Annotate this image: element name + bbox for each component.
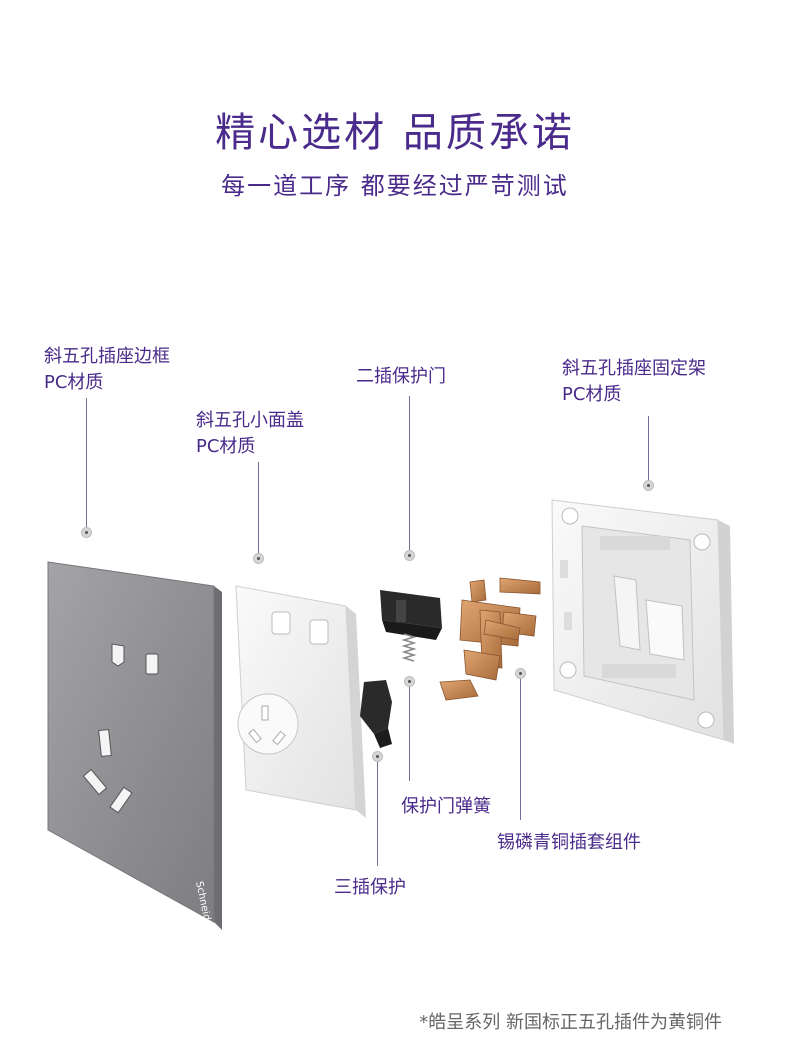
callout-dot-three-pin-guard (372, 751, 383, 762)
callout-dot-small-cover (253, 553, 264, 564)
label-two-pin-door-name: 二插保护门 (356, 366, 446, 387)
three-pin-guard (360, 680, 392, 748)
label-bracket: 斜五孔插座固定架 PC材质 (562, 356, 706, 408)
leader-line-contact-assembly (520, 676, 521, 820)
leader-line-two-pin-door (409, 396, 410, 550)
mounting-bracket (551, 499, 734, 744)
footnote: *皓呈系列 新国标正五孔插件为黄铜件 (419, 1012, 722, 1033)
small-cover (235, 585, 366, 818)
label-door-spring: 保护门弹簧 (401, 794, 491, 820)
leader-line-three-pin-guard (377, 760, 378, 866)
callout-dot-two-pin-door (404, 550, 415, 561)
callout-dot-bracket (643, 480, 654, 491)
leader-line-bracket (648, 416, 649, 482)
label-two-pin-door: 二插保护门 (356, 364, 446, 390)
socket-frame (47, 561, 222, 930)
leader-line-frame (86, 398, 87, 528)
label-frame-name: 斜五孔插座边框 (44, 346, 170, 367)
label-three-pin-guard-name: 三插保护 (334, 877, 406, 898)
callout-dot-frame (81, 527, 92, 538)
label-small-cover-material: PC材质 (196, 436, 256, 457)
label-three-pin-guard: 三插保护 (334, 875, 406, 901)
callout-dot-contact-assembly (515, 668, 526, 679)
two-pin-protective-door (380, 590, 442, 640)
page-title: 精心选材 品质承诺 (215, 110, 575, 156)
label-frame-material: PC材质 (44, 372, 104, 393)
label-small-cover: 斜五孔小面盖 PC材质 (196, 408, 304, 460)
callout-dot-door-spring (404, 676, 415, 687)
label-frame: 斜五孔插座边框 PC材质 (44, 344, 170, 396)
label-contact-assembly: 锡磷青铜插套组件 (497, 830, 641, 856)
leader-line-small-cover (258, 462, 259, 556)
page-subtitle: 每一道工序 都要经过严苛测试 (221, 172, 569, 200)
label-door-spring-name: 保护门弹簧 (401, 796, 491, 817)
label-bracket-material: PC材质 (562, 384, 622, 405)
label-small-cover-name: 斜五孔小面盖 (196, 410, 304, 431)
label-bracket-name: 斜五孔插座固定架 (562, 358, 706, 379)
copper-contact-assembly (439, 577, 541, 701)
label-contact-assembly-name: 锡磷青铜插套组件 (497, 832, 641, 853)
leader-line-door-spring (409, 685, 410, 781)
door-spring (401, 633, 417, 662)
